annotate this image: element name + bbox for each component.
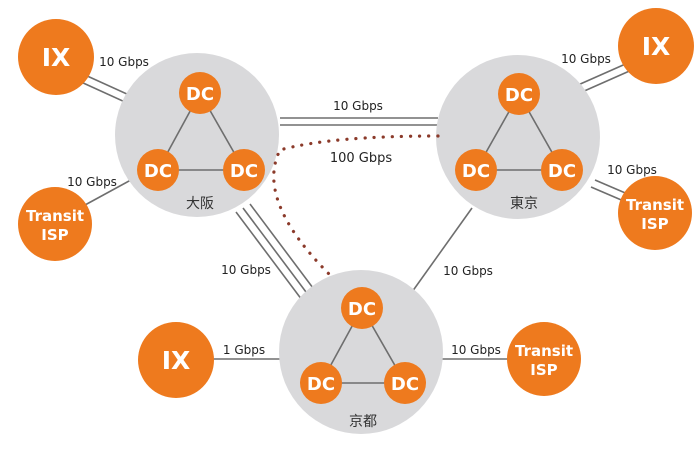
label-kyoto-ix: 1 Gbps: [223, 343, 265, 357]
ix-tokyo: IX: [618, 8, 694, 84]
osaka-dc-top: DC: [179, 72, 221, 114]
svg-text:Transit: Transit: [26, 207, 84, 225]
svg-text:ISP: ISP: [641, 215, 668, 233]
region-osaka-name: 大阪: [186, 196, 214, 212]
link-osaka-kyoto: [235, 203, 317, 301]
svg-text:Transit: Transit: [515, 342, 573, 360]
label-osaka-tokyo-dotted: 100 Gbps: [330, 151, 393, 166]
tokyo-dc-top: DC: [498, 73, 540, 115]
dc-label: DC: [462, 161, 490, 182]
label-tokyo-transit: 10 Gbps: [607, 163, 657, 177]
link-osaka-tokyo: [280, 117, 438, 126]
svg-text:IX: IX: [162, 346, 191, 375]
dc-label: DC: [348, 299, 376, 320]
ix-kyoto: IX: [138, 322, 214, 398]
dc-label: DC: [307, 374, 335, 395]
region-kyoto-name: 京都: [349, 414, 377, 430]
tokyo-dc-left: DC: [455, 149, 497, 191]
label-osaka-transit: 10 Gbps: [67, 175, 117, 189]
transit-isp-kyoto: Transit ISP: [507, 322, 581, 396]
label-osaka-kyoto: 10 Gbps: [221, 263, 271, 277]
transit-isp-tokyo: Transit ISP: [618, 176, 692, 250]
link-osaka-tokyo-dotted: [272, 134, 440, 277]
label-tokyo-ix: 10 Gbps: [561, 52, 611, 66]
label-tokyo-kyoto: 10 Gbps: [443, 264, 493, 278]
label-osaka-ix: 10 Gbps: [99, 55, 149, 69]
osaka-dc-right: DC: [223, 149, 265, 191]
svg-text:IX: IX: [42, 43, 71, 72]
svg-text:IX: IX: [642, 32, 671, 61]
dc-label: DC: [144, 161, 172, 182]
svg-text:ISP: ISP: [530, 361, 557, 379]
transit-isp-osaka: Transit ISP: [18, 187, 92, 261]
link-tokyo-kyoto: [411, 207, 473, 293]
kyoto-dc-right: DC: [384, 362, 426, 404]
ix-osaka: IX: [18, 19, 94, 95]
svg-text:ISP: ISP: [41, 226, 68, 244]
dc-label: DC: [186, 84, 214, 105]
region-tokyo-name: 東京: [510, 196, 538, 212]
tokyo-dc-right: DC: [541, 149, 583, 191]
osaka-dc-left: DC: [137, 149, 179, 191]
label-osaka-tokyo: 10 Gbps: [333, 99, 383, 113]
kyoto-dc-top: DC: [341, 287, 383, 329]
dc-label: DC: [548, 161, 576, 182]
svg-text:Transit: Transit: [626, 196, 684, 214]
label-kyoto-transit: 10 Gbps: [451, 343, 501, 357]
dc-label: DC: [230, 161, 258, 182]
link-tokyo-ix: [577, 61, 635, 93]
link-tokyo-transit: [590, 179, 631, 203]
kyoto-dc-left: DC: [300, 362, 342, 404]
dc-label: DC: [391, 374, 419, 395]
dc-label: DC: [505, 85, 533, 106]
